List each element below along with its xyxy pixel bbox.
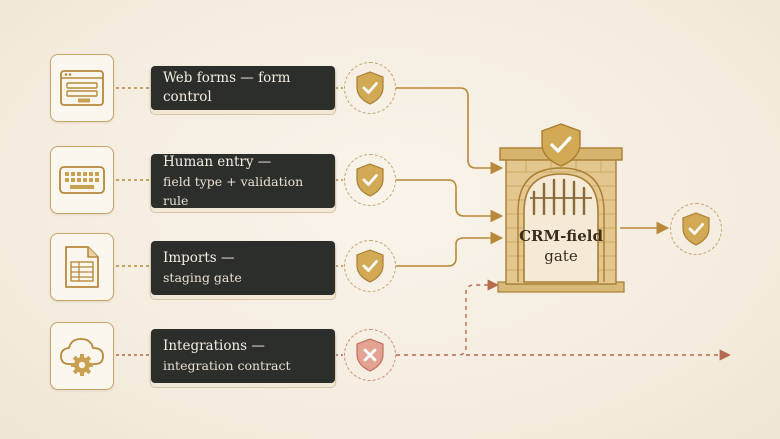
- source-icon-card-human-entry: [50, 146, 114, 214]
- output-status-badge: [670, 203, 722, 255]
- source-label-integrations: Integrations — integration contract: [151, 329, 335, 383]
- source-label-imports: Imports — staging gate: [151, 241, 335, 295]
- gate-label-line2: gate: [544, 247, 578, 265]
- connector-row3-gate: [396, 231, 504, 267]
- source-label-web-forms: Web forms — form control: [151, 66, 335, 110]
- status-badge-web-forms: [344, 62, 396, 114]
- check-shield-icon: [356, 163, 384, 197]
- web-form-icon: [60, 70, 104, 106]
- gate-label-line1: CRM-field: [519, 227, 603, 245]
- gate-label: CRM-field gate: [518, 226, 604, 266]
- status-badge-human-entry: [344, 154, 396, 206]
- crm-gate-icon: [497, 123, 625, 293]
- source-subtitle: staging gate: [163, 270, 242, 285]
- source-subtitle: field type + validation rule: [163, 173, 304, 208]
- status-badge-imports: [344, 240, 396, 292]
- source-icon-card-integrations: [50, 322, 114, 390]
- source-title: Integrations —: [163, 338, 265, 354]
- x-shield-icon: [356, 338, 384, 372]
- connector-row1-gate: [396, 87, 504, 175]
- check-shield-icon: [356, 71, 384, 105]
- keyboard-icon: [59, 166, 105, 194]
- check-shield-icon: [356, 249, 384, 283]
- connector-row4-gate: [396, 279, 499, 356]
- source-icon-card-web-forms: [50, 54, 114, 122]
- source-icon-card-imports: [50, 233, 114, 301]
- source-title: Human entry —: [163, 153, 272, 170]
- cloud-gear-icon: [60, 338, 104, 376]
- source-title: Web forms — form control: [163, 70, 291, 105]
- source-subtitle: integration contract: [163, 358, 291, 373]
- check-shield-icon: [682, 212, 710, 246]
- status-badge-integrations: [344, 329, 396, 381]
- source-title: Imports —: [163, 250, 235, 266]
- source-label-human-entry: Human entry — field type + validation ru…: [151, 154, 335, 208]
- spreadsheet-file-icon: [65, 246, 99, 288]
- connector-row2-gate: [396, 179, 504, 223]
